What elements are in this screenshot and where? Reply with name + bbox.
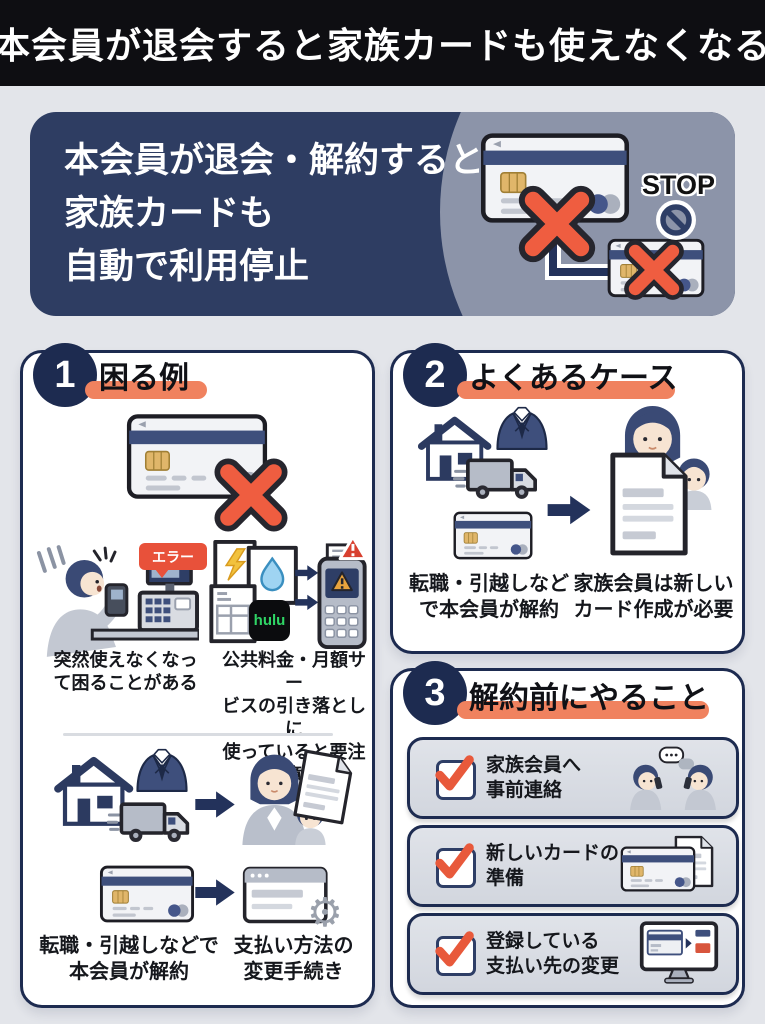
section1-title-highlight bbox=[85, 381, 207, 399]
caption-member-cancel: 転職・引越しなど で本会員が解約 bbox=[409, 573, 569, 621]
monitor-payment-icon bbox=[639, 921, 719, 984]
caption-payment-change: 支払い方法の 変更手続き bbox=[233, 935, 354, 983]
browser-window-icon bbox=[242, 866, 328, 924]
section1-divider bbox=[63, 733, 333, 736]
checklist-item-update-billing: 登録している 支払い先の変更 bbox=[407, 913, 739, 995]
check-icon bbox=[432, 840, 476, 884]
stop-label: STOP bbox=[642, 170, 716, 200]
suit-icon bbox=[493, 403, 551, 450]
hero-headline-line1: 本会員が退会・解約すると、 bbox=[64, 141, 518, 180]
arrow-icon bbox=[545, 491, 593, 529]
page-title: 本会員が退会すると家族カードも使えなくなる bbox=[0, 25, 765, 66]
utility-bills-scene bbox=[209, 539, 367, 650]
section-troubling-examples: 1 困る例 エ bbox=[20, 343, 375, 1008]
checklist-label: 家族会員へ 事前連絡 bbox=[486, 755, 582, 801]
section1-title: 困る例 bbox=[99, 362, 189, 395]
section3-title-highlight bbox=[457, 701, 709, 719]
checklist-label: 新しいカードの 準備 bbox=[486, 843, 620, 889]
hero-panel: 本会員が退会・解約すると、 家族カードも 自動で利用停止 STOP bbox=[30, 112, 735, 316]
credit-card-icon bbox=[620, 846, 696, 892]
caption-member-cancel: 転職・引越しなどで 本会員が解約 bbox=[39, 935, 219, 983]
truck-icon bbox=[107, 797, 191, 848]
family-card-x-icon bbox=[618, 234, 690, 306]
checklist-item-prepare-card: 新しいカードの 準備 bbox=[407, 825, 739, 907]
section-before-cancel: 3 解約前にやること 家族会員へ 事前連絡 bbox=[390, 661, 745, 1008]
checklist-item-notify-family: 家族会員へ 事前連絡 bbox=[407, 737, 739, 819]
hero-headline-line2: 家族カードも bbox=[64, 194, 275, 233]
credit-card-icon bbox=[453, 511, 533, 560]
document-icon bbox=[289, 747, 359, 828]
check-icon bbox=[432, 752, 476, 796]
caption-new-card-needed: 家族会員は新しい カード作成が必要 bbox=[573, 573, 734, 621]
gear-icon: ⚙ bbox=[307, 890, 343, 936]
main-card-x-icon bbox=[511, 178, 603, 270]
credit-card-icon bbox=[99, 865, 195, 923]
section2-number-badge: 2 bbox=[403, 343, 467, 407]
no-entry-icon bbox=[656, 200, 696, 240]
section1-number-badge: 1 bbox=[33, 343, 97, 407]
checklist-label: 登録している 支払い先の変更 bbox=[486, 931, 620, 977]
top-banner: 本会員が退会すると家族カードも使えなくなる bbox=[0, 0, 765, 86]
truck-icon bbox=[453, 453, 539, 505]
hero-headline-line3: 自動で利用停止 bbox=[64, 247, 310, 286]
section2-title-highlight bbox=[457, 381, 675, 399]
section3-number-badge: 3 bbox=[403, 661, 467, 725]
phone-call-people-icon bbox=[630, 746, 716, 810]
error-speech-bubble: エラー bbox=[139, 543, 207, 578]
caption-sudden-stop: 突然使えなくなっ て困ることがある bbox=[53, 650, 198, 693]
suit-icon bbox=[133, 745, 191, 792]
section3-title: 解約前にやること bbox=[469, 682, 709, 715]
application-form-icon bbox=[605, 449, 693, 559]
check-icon bbox=[432, 928, 476, 972]
section2-title: よくあるケース bbox=[469, 362, 678, 395]
hero-headline: 本会員が退会・解約すると、 家族カードも 自動で利用停止 bbox=[64, 134, 518, 293]
section1-card-x-icon bbox=[207, 451, 295, 539]
arrow-icon bbox=[193, 875, 237, 910]
hulu-app-icon: hulu bbox=[249, 600, 290, 641]
section-common-cases: 2 よくあるケース 転職・引越しなど で本会員が解約 家族会員は新しい カード作… bbox=[390, 343, 745, 654]
